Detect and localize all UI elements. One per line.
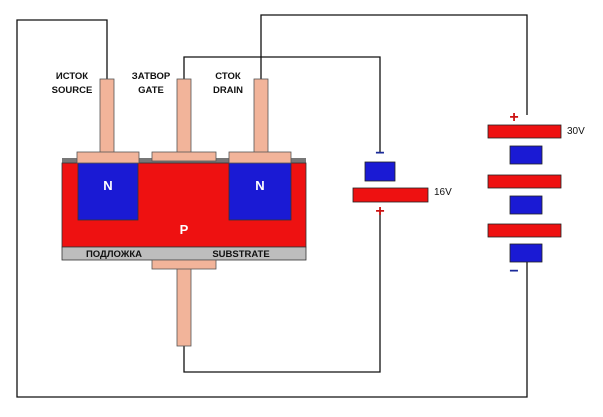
wire-source-loop	[16, 19, 528, 398]
terminal-labels: ИСТОК SOURCE ЗАТВОР GATE СТОК DRAIN	[52, 71, 244, 96]
battery-30v-minus-sign: −	[509, 263, 518, 280]
battery-30v-cell-2-positive	[487, 174, 562, 189]
drain-pin	[253, 78, 269, 154]
substrate-label-ru: ПОДЛОЖКА	[86, 249, 142, 260]
drain-contact	[228, 151, 292, 164]
n-left-label: N	[103, 178, 112, 193]
substrate-pin	[176, 259, 192, 347]
battery-30v-voltage: 30V	[567, 126, 585, 137]
battery-16v-plus-sign: +	[375, 203, 384, 220]
p-label: P	[180, 222, 189, 237]
wire-drain-to-30v	[260, 14, 528, 115]
battery-30v-cell-1-positive	[487, 124, 562, 139]
n-right-label: N	[255, 178, 264, 193]
drain-label-en: DRAIN	[213, 85, 243, 96]
battery-30v: + − 30V	[487, 109, 585, 280]
n-region-right	[228, 162, 292, 221]
mosfet-body: N N P ПОДЛОЖКА SUBSTRATE	[61, 151, 307, 270]
source-label-ru: ИСТОК	[56, 71, 88, 82]
battery-30v-plus-sign: +	[509, 109, 518, 126]
battery-16v-voltage: 16V	[434, 187, 452, 198]
source-pin	[99, 78, 115, 154]
battery-30v-cell-1-negative	[509, 145, 543, 165]
substrate-label-en: SUBSTRATE	[212, 249, 269, 260]
battery-16v-minus-sign: −	[375, 145, 384, 162]
wire-substrate-to-16v	[183, 210, 381, 373]
circuit-wires	[16, 14, 528, 398]
wire-gate-to-16v	[183, 56, 381, 152]
battery-16v-negative-plate	[364, 161, 396, 182]
source-contact	[76, 151, 140, 164]
battery-30v-cell-2-negative	[509, 195, 543, 215]
battery-16v-positive-plate	[352, 187, 429, 203]
gate-pin	[176, 78, 192, 154]
battery-16v: − + 16V	[352, 145, 452, 220]
substrate-contact	[151, 259, 217, 270]
gate-label-en: GATE	[138, 85, 164, 96]
n-region-left	[77, 162, 139, 221]
drain-label-ru: СТОК	[215, 71, 241, 82]
battery-30v-cell-3-negative	[509, 243, 543, 263]
battery-30v-cell-3-positive	[487, 223, 562, 238]
source-label-en: SOURCE	[52, 85, 93, 96]
gate-contact	[151, 151, 217, 162]
gate-label-ru: ЗАТВОР	[132, 71, 171, 82]
